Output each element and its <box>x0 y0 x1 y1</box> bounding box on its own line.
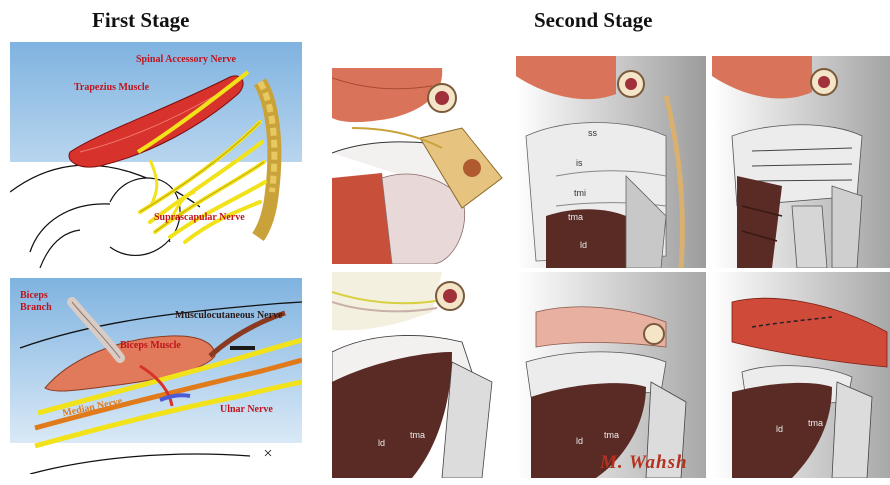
label-ss: ss <box>588 128 597 138</box>
biceps-branch-text: Biceps Branch <box>20 290 52 313</box>
label-ld-4: ld <box>776 424 783 434</box>
second-stage-panel-3 <box>712 56 890 268</box>
label-tma-3: tma <box>604 430 619 440</box>
musculocutaneous-nerve-label: Musculocutaneous Nerve <box>175 310 283 321</box>
label-ld-3: ld <box>576 436 583 446</box>
artist-signature: M. Wahsh <box>600 452 688 474</box>
second-stage-panel-1 <box>332 68 508 264</box>
trapezius-muscle-label: Trapezius Muscle <box>74 82 149 93</box>
spinal-accessory-nerve-label: Spinal Accessory Nerve <box>136 54 236 65</box>
first-stage-shoulder-panel <box>10 42 302 268</box>
second-stage-panel-4 <box>332 272 508 478</box>
label-ld: ld <box>580 240 587 250</box>
second-stage-heading: Second Stage <box>534 8 652 33</box>
label-tma: tma <box>568 212 583 222</box>
suprascapular-nerve-label: Suprascapular Nerve <box>154 212 245 223</box>
label-tma-2: tma <box>410 430 425 440</box>
second-stage-panel-2 <box>516 56 706 268</box>
label-tma-4: tma <box>808 418 823 428</box>
ulnar-nerve-label: Ulnar Nerve <box>220 404 273 415</box>
label-tmi: tmi <box>574 188 586 198</box>
label-is: is <box>576 158 583 168</box>
second-stage-panel-5 <box>516 272 706 478</box>
first-stage-heading: First Stage <box>92 8 189 33</box>
first-stage-arm-panel <box>10 278 302 474</box>
biceps-branch-label: Biceps Branch <box>20 290 52 314</box>
biceps-muscle-label: Biceps Muscle <box>120 340 181 351</box>
label-ld-2: ld <box>378 438 385 448</box>
second-stage-panel-6 <box>712 272 890 478</box>
